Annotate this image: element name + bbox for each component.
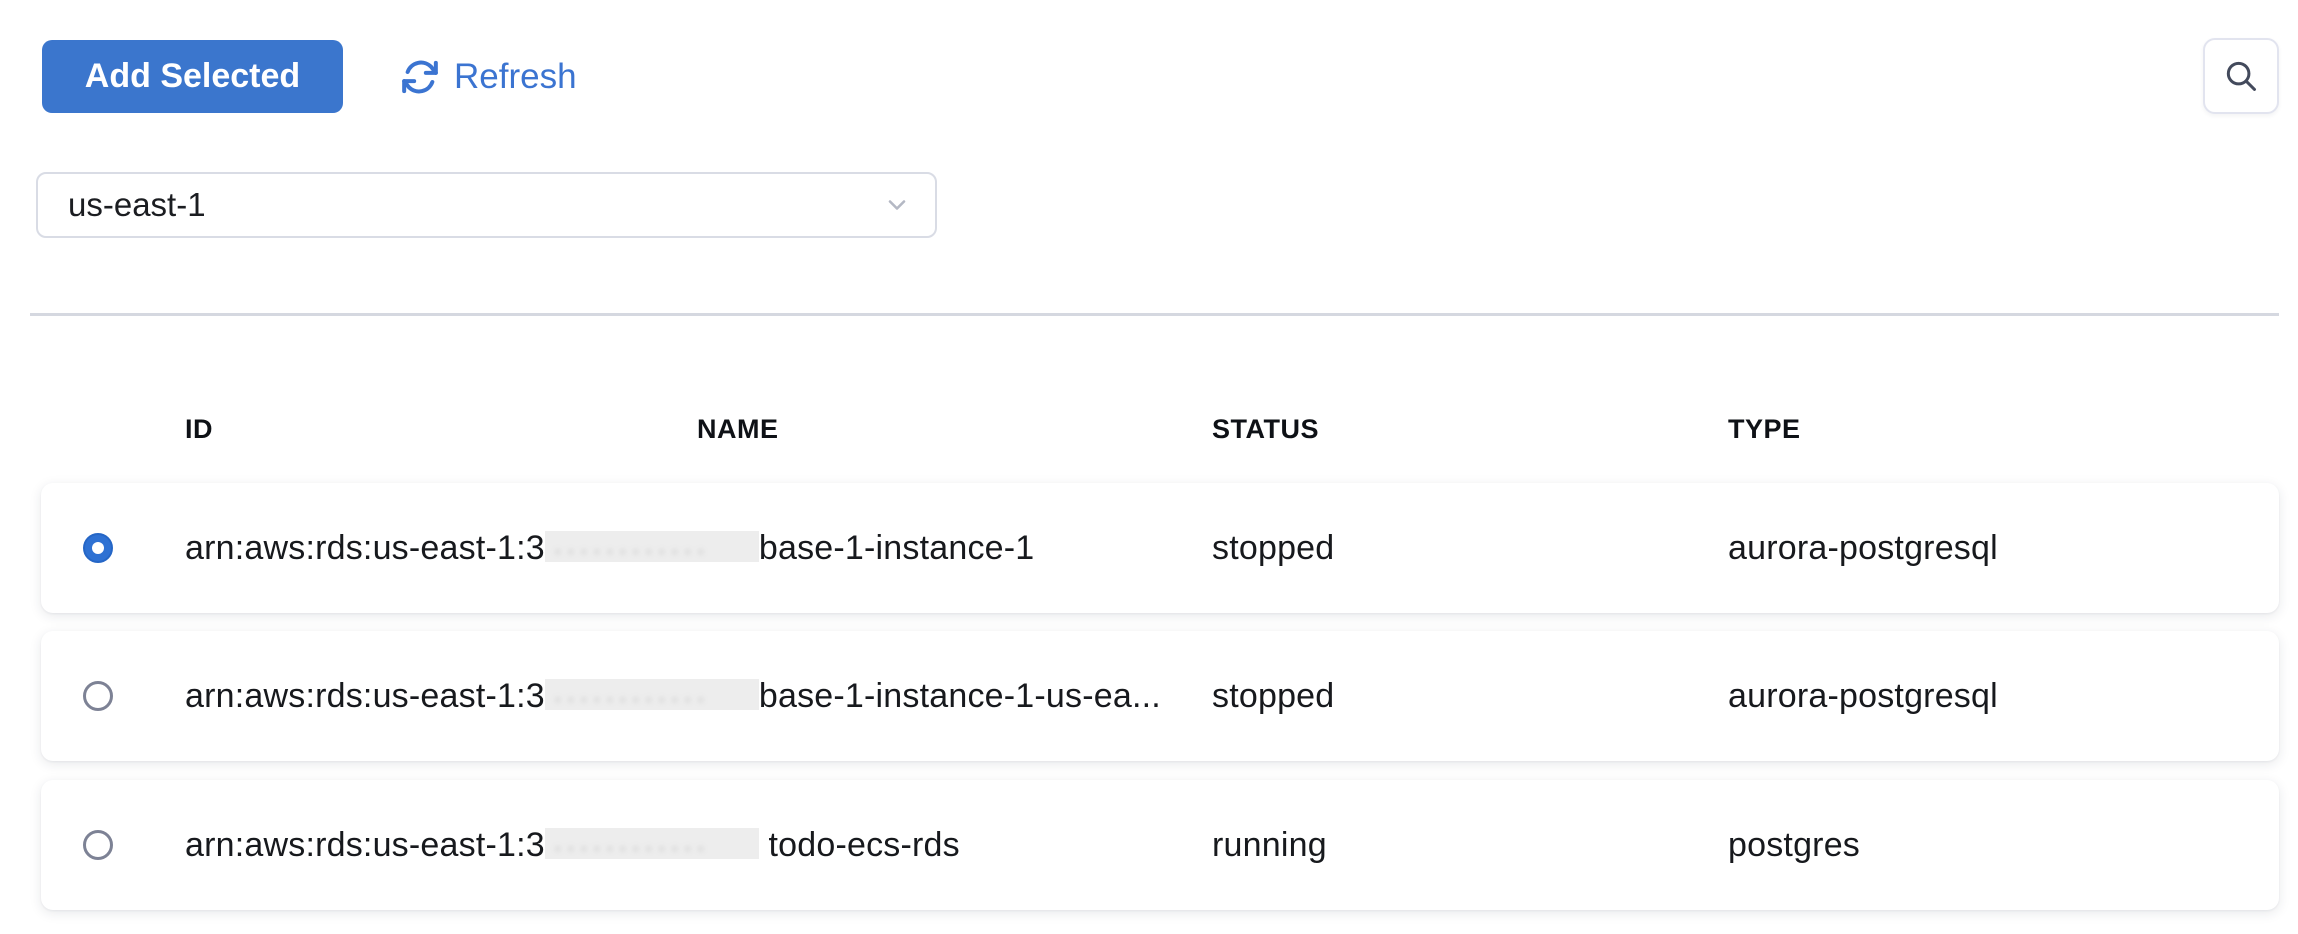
status-cell: stopped xyxy=(1212,528,1335,567)
instance-id-prefix: arn:aws:rds:us-east-1:3 xyxy=(185,825,545,864)
column-header-id: ID xyxy=(185,414,213,444)
region-select-value: us-east-1 xyxy=(68,186,206,223)
region-select[interactable]: us-east-1 xyxy=(36,172,937,238)
instance-id-cell: arn:aws:rds:us-east-1:3 base-1-instance-… xyxy=(185,677,1212,716)
radio-button[interactable] xyxy=(83,681,113,711)
status-cell: running xyxy=(1212,825,1327,864)
instance-id-cell: arn:aws:rds:us-east-1:3 base-1-instance-… xyxy=(185,529,1212,568)
instance-name-suffix: base-1-instance-1 xyxy=(758,528,1035,567)
status-cell: stopped xyxy=(1212,676,1335,715)
search-button[interactable] xyxy=(2203,38,2279,114)
type-cell: aurora-postgresql xyxy=(1728,528,1998,567)
search-icon xyxy=(2222,57,2260,95)
refresh-label: Refresh xyxy=(454,56,577,96)
radio-cell xyxy=(41,681,185,711)
instance-id-cell: arn:aws:rds:us-east-1:3 todo-ecs-rds xyxy=(185,826,1212,865)
radio-cell xyxy=(41,830,185,860)
chevron-down-icon xyxy=(883,191,911,219)
table-row[interactable]: arn:aws:rds:us-east-1:3 base-1-instance-… xyxy=(41,483,2279,613)
column-header-name: NAME xyxy=(697,414,779,444)
radio-button[interactable] xyxy=(83,830,113,860)
table-row[interactable]: arn:aws:rds:us-east-1:3 todo-ecs-rds run… xyxy=(41,780,2279,910)
instance-id-prefix: arn:aws:rds:us-east-1:3 xyxy=(185,676,545,715)
redacted-account-id xyxy=(544,530,759,562)
divider xyxy=(30,313,2279,316)
type-cell: aurora-postgresql xyxy=(1728,676,1998,715)
radio-cell xyxy=(41,533,185,563)
type-cell: postgres xyxy=(1728,825,1861,864)
column-header-status: STATUS xyxy=(1212,414,1319,444)
redacted-account-id xyxy=(544,827,759,859)
instance-name-suffix: todo-ecs-rds xyxy=(758,825,960,864)
table-row[interactable]: arn:aws:rds:us-east-1:3 base-1-instance-… xyxy=(41,631,2279,761)
instance-id-prefix: arn:aws:rds:us-east-1:3 xyxy=(185,528,545,567)
table-header: ID NAME STATUS TYPE xyxy=(41,414,2279,445)
refresh-button[interactable]: Refresh xyxy=(400,40,577,113)
radio-button[interactable] xyxy=(83,533,113,563)
add-selected-button[interactable]: Add Selected xyxy=(42,40,343,113)
redacted-account-id xyxy=(544,678,759,710)
column-header-type: TYPE xyxy=(1728,414,1801,444)
refresh-icon xyxy=(400,57,440,97)
instance-name-suffix: base-1-instance-1-us-ea... xyxy=(758,676,1161,715)
